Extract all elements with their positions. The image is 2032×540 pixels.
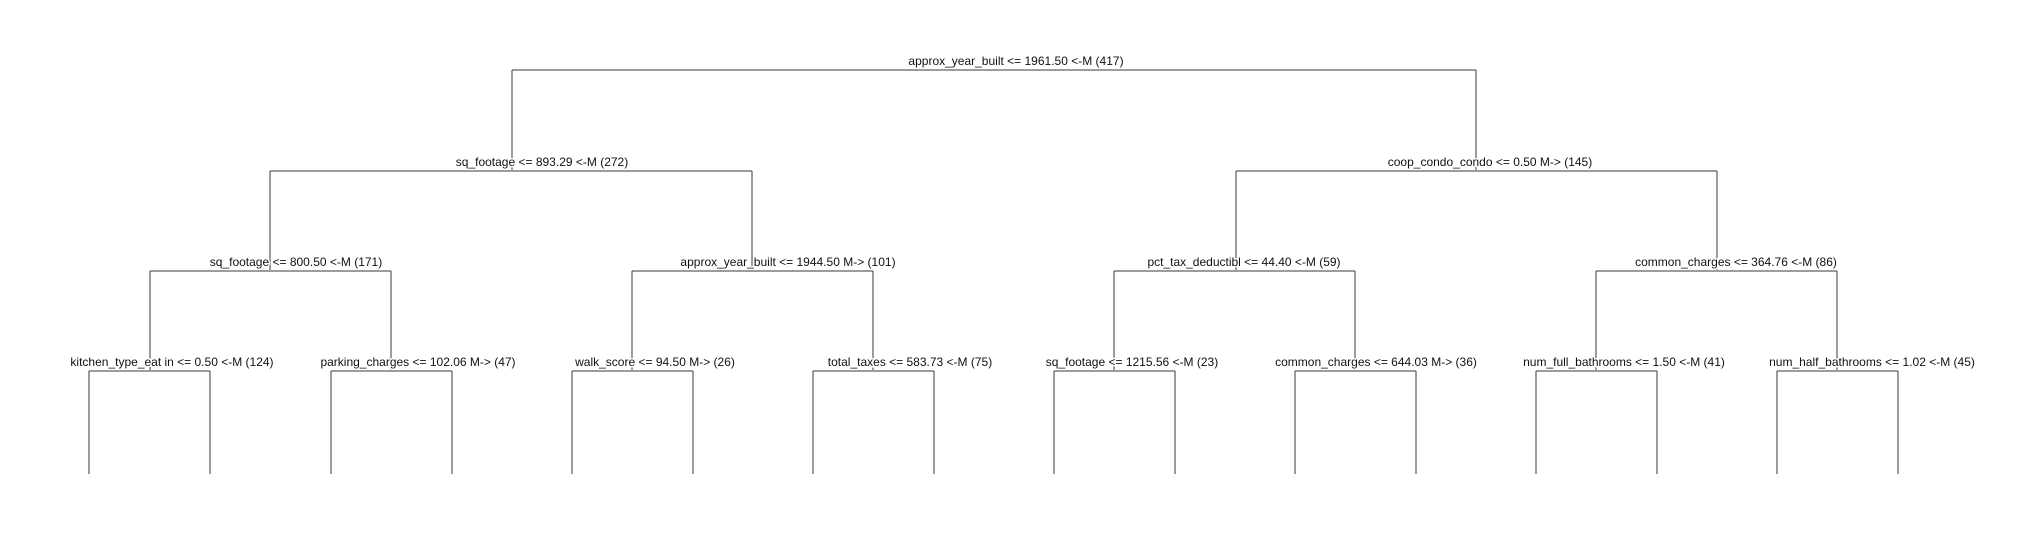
node-label-n2: sq_footage <= 893.29 <-M (272) xyxy=(456,155,628,169)
node-label-n8: kitchen_type_eat in <= 0.50 <-M (124) xyxy=(70,355,273,369)
node-label-n7: common_charges <= 364.76 <-M (86) xyxy=(1635,255,1837,269)
node-label-n6: pct_tax_deductibl <= 44.40 <-M (59) xyxy=(1147,255,1340,269)
node-label-n14: num_full_bathrooms <= 1.50 <-M (41) xyxy=(1523,355,1725,369)
node-label-n3: coop_condo_condo <= 0.50 M-> (145) xyxy=(1388,155,1592,169)
node-label-n12: sq_footage <= 1215.56 <-M (23) xyxy=(1046,355,1218,369)
node-label-n9: parking_charges <= 102.06 M-> (47) xyxy=(320,355,515,369)
tree-edges xyxy=(88,69,1899,474)
node-label-n4: sq_footage <= 800.50 <-M (171) xyxy=(210,255,382,269)
node-label-n13: common_charges <= 644.03 M-> (36) xyxy=(1275,355,1477,369)
node-label-n15: num_half_bathrooms <= 1.02 <-M (45) xyxy=(1769,355,1975,369)
node-label-n10: walk_score <= 94.50 M-> (26) xyxy=(574,355,735,369)
node-label-n1: approx_year_built <= 1961.50 <-M (417) xyxy=(908,54,1123,68)
node-label-n5: approx_year_built <= 1944.50 M-> (101) xyxy=(680,255,895,269)
node-label-n11: total_taxes <= 583.73 <-M (75) xyxy=(828,355,992,369)
tree-node-labels: approx_year_built <= 1961.50 <-M (417) s… xyxy=(69,53,1976,371)
